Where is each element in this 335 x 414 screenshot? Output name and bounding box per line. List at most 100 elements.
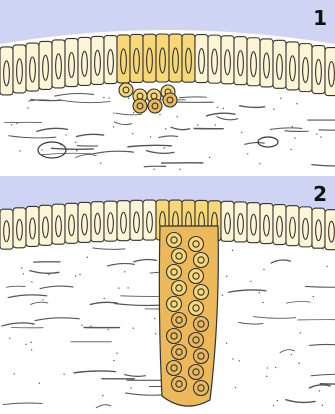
highlighted-epithelial-cell (130, 34, 143, 82)
connective-tissue-dot (164, 147, 165, 148)
connective-tissue-fiber (128, 145, 171, 146)
connective-tissue-dot (48, 274, 49, 275)
connective-tissue-dot (273, 405, 274, 406)
connective-tissue-fiber (3, 403, 42, 405)
connective-tissue-dot (100, 162, 101, 163)
connective-tissue-dot (27, 107, 28, 108)
connective-tissue-dot (239, 360, 240, 361)
connective-tissue-dot (75, 275, 76, 276)
highlighted-epithelial-cell (117, 35, 130, 83)
highlighted-cell (148, 99, 162, 113)
connective-tissue-fiber (55, 93, 94, 96)
epithelial-cell (221, 201, 234, 241)
connective-tissue-dot (150, 136, 151, 137)
epithelial-cell (234, 202, 247, 242)
connective-tissue-fiber (312, 165, 335, 167)
connective-tissue-dot (159, 114, 160, 115)
connective-tissue-dot (118, 287, 119, 288)
connective-tissue-dot (9, 338, 10, 339)
connective-tissue-dot (259, 292, 260, 293)
epithelial-cell (195, 35, 208, 83)
epithelial-cell (208, 35, 221, 83)
epithelial-cell (0, 47, 13, 95)
connective-tissue-fiber (51, 148, 93, 149)
connective-tissue-fiber (179, 97, 206, 98)
connective-tissue-dot (75, 142, 76, 143)
connective-tissue-fiber (58, 100, 110, 103)
connective-tissue-dot (23, 273, 24, 274)
connective-tissue-fiber (207, 113, 235, 116)
connective-tissue-fiber (30, 271, 59, 274)
epithelial-cell (247, 38, 260, 86)
panel-2-illustration (0, 176, 335, 414)
epithelial-cell (286, 206, 299, 246)
epithelial-cell (325, 48, 335, 96)
panel-number: 2 (313, 182, 327, 206)
connective-tissue-dot (42, 299, 43, 300)
connective-tissue-dot (14, 373, 15, 374)
connective-tissue-dot (31, 349, 32, 350)
connective-tissue-dot (31, 281, 32, 282)
connective-tissue-fiber (6, 286, 25, 287)
connective-tissue-blob (258, 137, 278, 147)
connective-tissue-dot (21, 267, 22, 268)
highlighted-cell (172, 281, 187, 296)
epithelial-cell (52, 40, 65, 88)
connective-tissue-fiber (280, 350, 294, 353)
connective-tissue-dot (79, 274, 80, 275)
connective-tissue-dot (232, 358, 233, 359)
connective-tissue-fiber (286, 302, 310, 304)
connective-tissue-fiber (76, 134, 103, 136)
connective-tissue-dot (296, 103, 297, 104)
connective-tissue-dot (25, 344, 26, 345)
connective-tissue-fiber (9, 136, 56, 138)
epithelial-cell (65, 203, 78, 243)
connective-tissue-dot (11, 124, 12, 125)
connective-tissue-dot (104, 298, 105, 299)
connective-tissue-dot (259, 163, 260, 164)
connective-tissue-dot (291, 354, 292, 355)
epithelial-cell (78, 202, 91, 242)
connective-tissue-fiber (31, 302, 48, 304)
connective-tissue-dot (31, 342, 32, 343)
highlighted-cell-cluster (119, 83, 177, 113)
connective-tissue-fiber (319, 130, 335, 131)
highlighted-epithelial-cell (143, 34, 156, 82)
highlighted-epithelial-cell (169, 34, 182, 82)
highlighted-cell (163, 93, 177, 107)
connective-tissue-dot (266, 376, 267, 377)
connective-tissue-fiber (115, 122, 132, 125)
connective-tissue-fiber (125, 375, 146, 377)
connective-tissue-dot (241, 132, 242, 133)
connective-tissue-dot (316, 133, 317, 134)
connective-tissue-dot (63, 373, 64, 374)
connective-tissue-dot (102, 395, 103, 396)
connective-tissue-dot (16, 123, 17, 124)
epithelial-cell (130, 200, 143, 240)
connective-tissue-fiber (90, 302, 117, 304)
highlighted-cell (189, 365, 204, 380)
connective-tissue-dot (127, 287, 128, 288)
connective-tissue-fiber (285, 131, 308, 132)
highlighted-cell (189, 237, 204, 252)
connective-tissue-dot (65, 134, 66, 135)
connective-tissue-dot (133, 112, 134, 113)
connective-tissue-dot (267, 367, 268, 368)
connective-tissue-fiber (310, 344, 335, 345)
epithelial-cell (234, 37, 247, 85)
epithelial-cell (221, 36, 234, 84)
highlighted-cell-cord (159, 226, 218, 406)
connective-tissue-fiber (217, 117, 238, 120)
highlighted-cell (194, 381, 209, 396)
connective-tissue-fiber (311, 374, 335, 376)
epithelial-cell (260, 39, 273, 87)
connective-tissue-dot (292, 126, 293, 127)
epithelial-cell (91, 36, 104, 84)
connective-tissue-dot (250, 281, 251, 282)
connective-tissue-dot (226, 342, 227, 343)
panel-1: 1 (0, 0, 335, 174)
highlighted-cell (189, 333, 204, 348)
connective-tissue-fiber (144, 166, 166, 167)
connective-tissue-dot (155, 333, 156, 334)
highlighted-cell (172, 313, 187, 328)
